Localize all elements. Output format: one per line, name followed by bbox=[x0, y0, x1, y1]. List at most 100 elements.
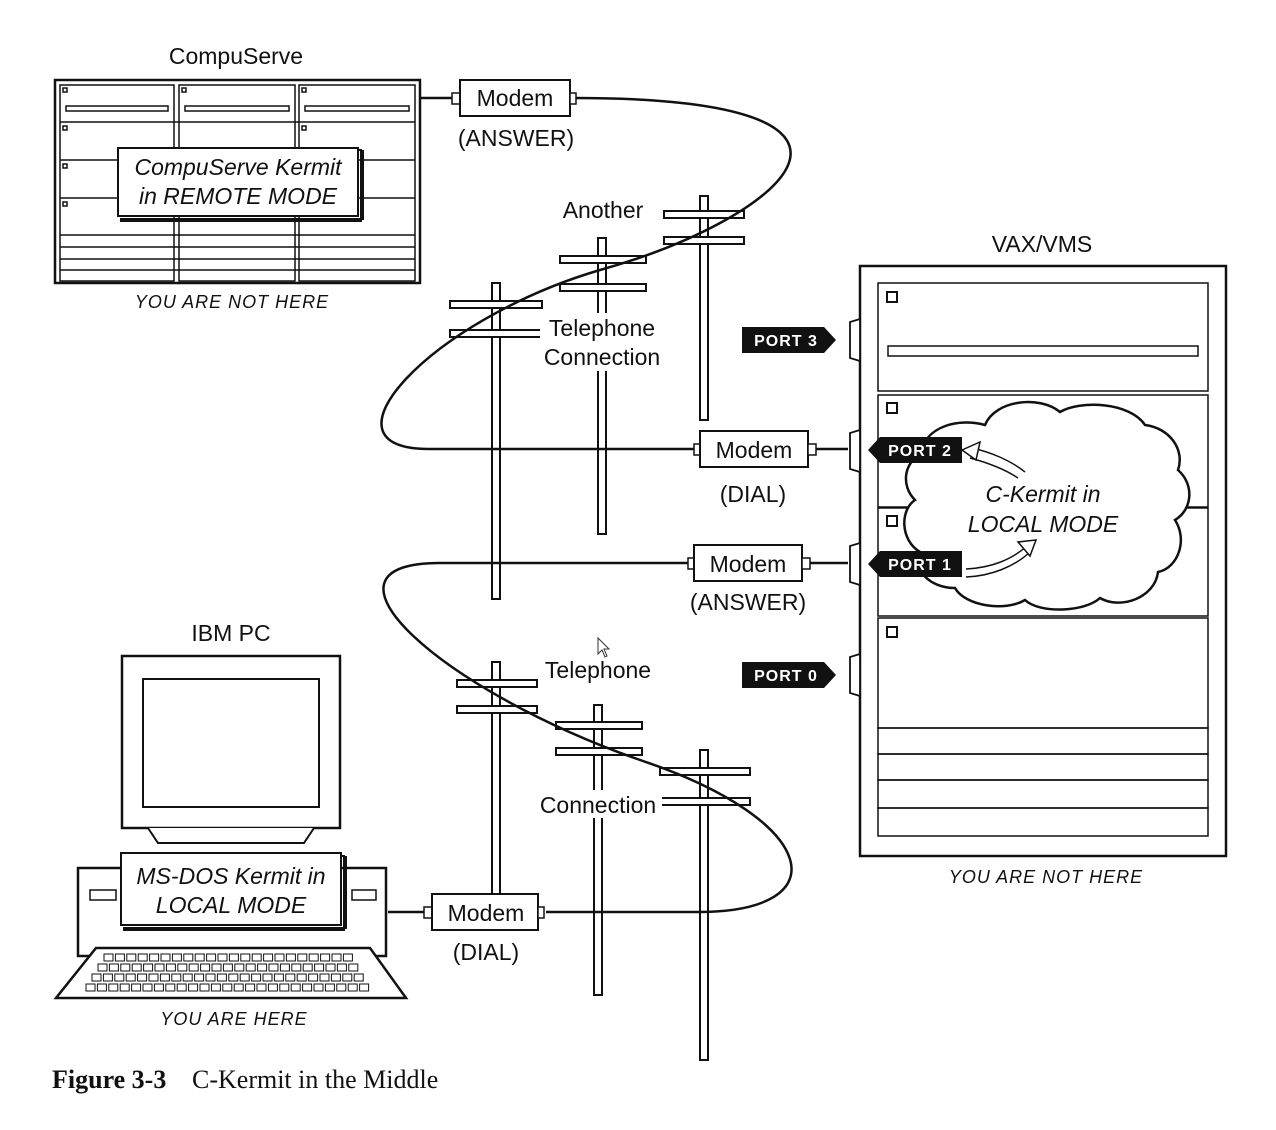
port-3-label: PORT 3 bbox=[754, 333, 818, 350]
keyboard-key bbox=[137, 953, 148, 962]
keyboard-key bbox=[85, 983, 96, 992]
keyboard-key bbox=[239, 973, 250, 982]
pc-location: YOU ARE HERE bbox=[160, 1009, 307, 1029]
modem-label: Modem bbox=[448, 900, 525, 926]
keyboard-key bbox=[176, 983, 187, 992]
keyboard-key bbox=[194, 973, 205, 982]
cables bbox=[380, 96, 848, 914]
figure-caption: Figure 3-3 C-Kermit in the Middle bbox=[52, 1065, 438, 1094]
compuserve-mainframe: CompuServe Compu bbox=[53, 43, 422, 312]
keyboard-key bbox=[251, 953, 262, 962]
keyboard-key bbox=[131, 963, 142, 972]
keyboard-key bbox=[188, 963, 199, 972]
keyboard-key bbox=[285, 973, 296, 982]
keyboard-key bbox=[279, 983, 290, 992]
lower-connection-line2: Connection bbox=[540, 792, 656, 818]
pc-kermit-line2: LOCAL MODE bbox=[156, 892, 307, 918]
telephone-pole bbox=[663, 195, 745, 421]
keyboard-keys bbox=[85, 953, 370, 992]
keyboard-key bbox=[206, 953, 217, 962]
keyboard-key bbox=[165, 983, 176, 992]
keyboard-key bbox=[103, 953, 114, 962]
port-2-tag: PORT 2 bbox=[868, 437, 962, 463]
keyboard-key bbox=[216, 973, 227, 982]
keyboard-key bbox=[211, 963, 222, 972]
keyboard-key bbox=[148, 973, 159, 982]
keyboard-key bbox=[200, 963, 211, 972]
keyboard-key bbox=[274, 953, 285, 962]
vax-title: VAX/VMS bbox=[992, 231, 1093, 257]
keyboard-key bbox=[302, 983, 313, 992]
keyboard-key bbox=[263, 953, 274, 962]
telephone-pole bbox=[555, 704, 643, 996]
upper-connection-line1: Another bbox=[563, 197, 644, 223]
modem-mode: (ANSWER) bbox=[690, 589, 806, 615]
keyboard-key bbox=[324, 983, 335, 992]
caption-number: Figure 3-3 bbox=[52, 1065, 166, 1094]
keyboard-key bbox=[348, 963, 359, 972]
modem-compuserve: Modem (ANSWER) bbox=[451, 79, 577, 151]
keyboard-key bbox=[137, 973, 148, 982]
keyboard-key bbox=[171, 953, 182, 962]
pc-kermit-line1: MS-DOS Kermit in bbox=[136, 863, 325, 889]
connection-labels: Another Telephone Connection Telephone C… bbox=[534, 196, 664, 818]
keyboard-key bbox=[285, 953, 296, 962]
lower-telephone-line bbox=[382, 561, 793, 914]
keyboard-key bbox=[108, 963, 119, 972]
keyboard-key bbox=[210, 983, 221, 992]
keyboard-key bbox=[171, 973, 182, 982]
compuserve-kermit-line2: in REMOTE MODE bbox=[139, 183, 338, 209]
keyboard-key bbox=[234, 963, 245, 972]
keyboard-key bbox=[342, 953, 353, 962]
keyboard-key bbox=[336, 983, 347, 992]
keyboard-key bbox=[96, 983, 107, 992]
keyboard-key bbox=[268, 963, 279, 972]
vax-vms-cabinet: VAX/VMS PORT 3 bbox=[742, 231, 1228, 887]
vax-location: YOU ARE NOT HERE bbox=[949, 867, 1143, 887]
keyboard-key bbox=[205, 973, 216, 982]
keyboard-key bbox=[114, 973, 125, 982]
keyboard-key bbox=[188, 983, 199, 992]
ibm-pc: IBM PC MS-DOS Kermit in LOCAL MODE YOU A… bbox=[53, 620, 409, 1029]
port-0-tag: PORT 0 bbox=[742, 662, 836, 688]
ibm-pc-title: IBM PC bbox=[191, 620, 270, 646]
keyboard-key bbox=[302, 963, 313, 972]
keyboard-key bbox=[119, 983, 130, 992]
keyboard-key bbox=[97, 963, 108, 972]
keyboard-key bbox=[308, 973, 319, 982]
keyboard-key bbox=[228, 953, 239, 962]
compuserve-location: YOU ARE NOT HERE bbox=[135, 292, 329, 312]
modem-vax-answer: Modem (ANSWER) bbox=[687, 544, 811, 615]
keyboard-key bbox=[353, 973, 364, 982]
compuserve-kermit-line1: CompuServe Kermit bbox=[134, 154, 343, 180]
keyboard-key bbox=[199, 983, 210, 992]
keyboard-key bbox=[331, 953, 342, 962]
lower-connection-line1: Telephone bbox=[545, 657, 651, 683]
keyboard-key bbox=[182, 973, 193, 982]
keyboard-key bbox=[308, 953, 319, 962]
keyboard-key bbox=[319, 973, 330, 982]
keyboard-key bbox=[91, 973, 102, 982]
keyboard-key bbox=[245, 963, 256, 972]
keyboard-key bbox=[217, 953, 228, 962]
keyboard-key bbox=[154, 963, 165, 972]
keyboard-key bbox=[160, 953, 171, 962]
keyboard-key bbox=[320, 953, 331, 962]
keyboard-key bbox=[325, 963, 336, 972]
telephone-pole bbox=[559, 237, 647, 535]
keyboard-key bbox=[153, 983, 164, 992]
keyboard-key bbox=[131, 983, 142, 992]
modem-label: Modem bbox=[716, 437, 793, 463]
mouse-cursor-icon bbox=[597, 636, 611, 658]
keyboard-key bbox=[296, 973, 307, 982]
port-2-label: PORT 2 bbox=[888, 443, 952, 460]
keyboard-key bbox=[183, 953, 194, 962]
keyboard-key bbox=[159, 973, 170, 982]
keyboard-key bbox=[330, 973, 341, 982]
keyboard-key bbox=[256, 983, 267, 992]
keyboard-key bbox=[257, 963, 268, 972]
modem-mode: (DIAL) bbox=[453, 939, 519, 965]
keyboard-key bbox=[108, 983, 119, 992]
telephone-pole bbox=[456, 661, 538, 895]
